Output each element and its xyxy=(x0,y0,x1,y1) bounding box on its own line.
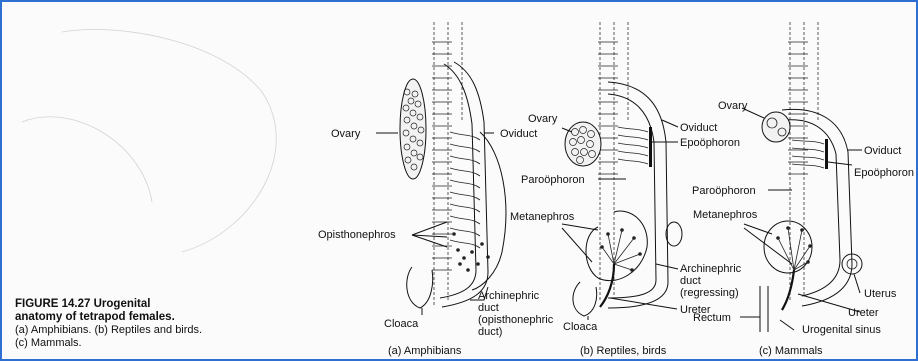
figure-caption: FIGURE 14.27 Urogenital anatomy of tetra… xyxy=(15,298,202,349)
mammal-ovary-shape xyxy=(762,112,790,142)
label-duct-b-1: Archinephric xyxy=(680,263,742,275)
label-uterus-c: Uterus xyxy=(864,288,897,300)
label-rectum-c: Rectum xyxy=(693,312,731,324)
caption-panel-a: (a) Amphibians xyxy=(388,345,462,357)
reptile-ovary-shape xyxy=(565,122,601,166)
label-ovary-a: Ovary xyxy=(331,128,361,140)
caption-title-line2: anatomy of tetrapod females. xyxy=(15,311,175,323)
label-paroophoron-c: Paroöphoron xyxy=(692,185,756,197)
panel-mammals: Ovary Oviduct Epoöphoron Paroöphoron Met… xyxy=(692,22,914,357)
label-duct-a-4: duct) xyxy=(478,326,502,338)
label-duct-b-2: duct xyxy=(680,275,701,287)
label-ureter-c: Ureter xyxy=(848,307,879,319)
label-ovary-c: Ovary xyxy=(718,100,748,112)
caption-title-line1: FIGURE 14.27 Urogenital xyxy=(15,298,150,310)
label-oviduct-b: Oviduct xyxy=(680,122,717,134)
mammal-metanephros-shape xyxy=(764,221,812,273)
label-urogenital-sinus-c: Urogenital sinus xyxy=(802,324,881,336)
reptile-metanephros-shape xyxy=(586,211,647,281)
caption-line3: (a) Amphibians. (b) Reptiles and birds. xyxy=(15,324,202,336)
background-ghost xyxy=(22,30,276,253)
label-epoophoron-c: Epoöphoron xyxy=(854,167,914,179)
panel-amphibians: Ovary Oviduct Opisthonephros Cloaca Arch… xyxy=(318,22,554,357)
label-ovary-b: Ovary xyxy=(528,113,558,125)
label-duct-a-3: (opisthonephric xyxy=(478,314,554,326)
label-duct-b-3: (regressing) xyxy=(680,287,739,299)
amphibian-ovary-shape xyxy=(400,79,426,179)
label-cloaca-b: Cloaca xyxy=(563,321,598,333)
label-oviduct-c: Oviduct xyxy=(864,145,901,157)
caption-line4: (c) Mammals. xyxy=(15,337,82,349)
label-oviduct-a: Oviduct xyxy=(500,128,537,140)
label-cloaca-a: Cloaca xyxy=(384,318,419,330)
label-duct-a-2: duct xyxy=(478,302,499,314)
label-paroophoron-b: Paroöphoron xyxy=(521,174,585,186)
label-duct-a-1: Archinephric xyxy=(478,290,540,302)
label-metanephros-c: Metanephros xyxy=(693,209,758,221)
caption-panel-c: (c) Mammals xyxy=(759,345,823,357)
label-opisthonephros-a: Opisthonephros xyxy=(318,229,396,241)
label-epoophoron-b: Epoöphoron xyxy=(680,137,740,149)
label-metanephros-b: Metanephros xyxy=(510,211,575,223)
caption-panel-b: (b) Reptiles, birds xyxy=(580,345,667,357)
